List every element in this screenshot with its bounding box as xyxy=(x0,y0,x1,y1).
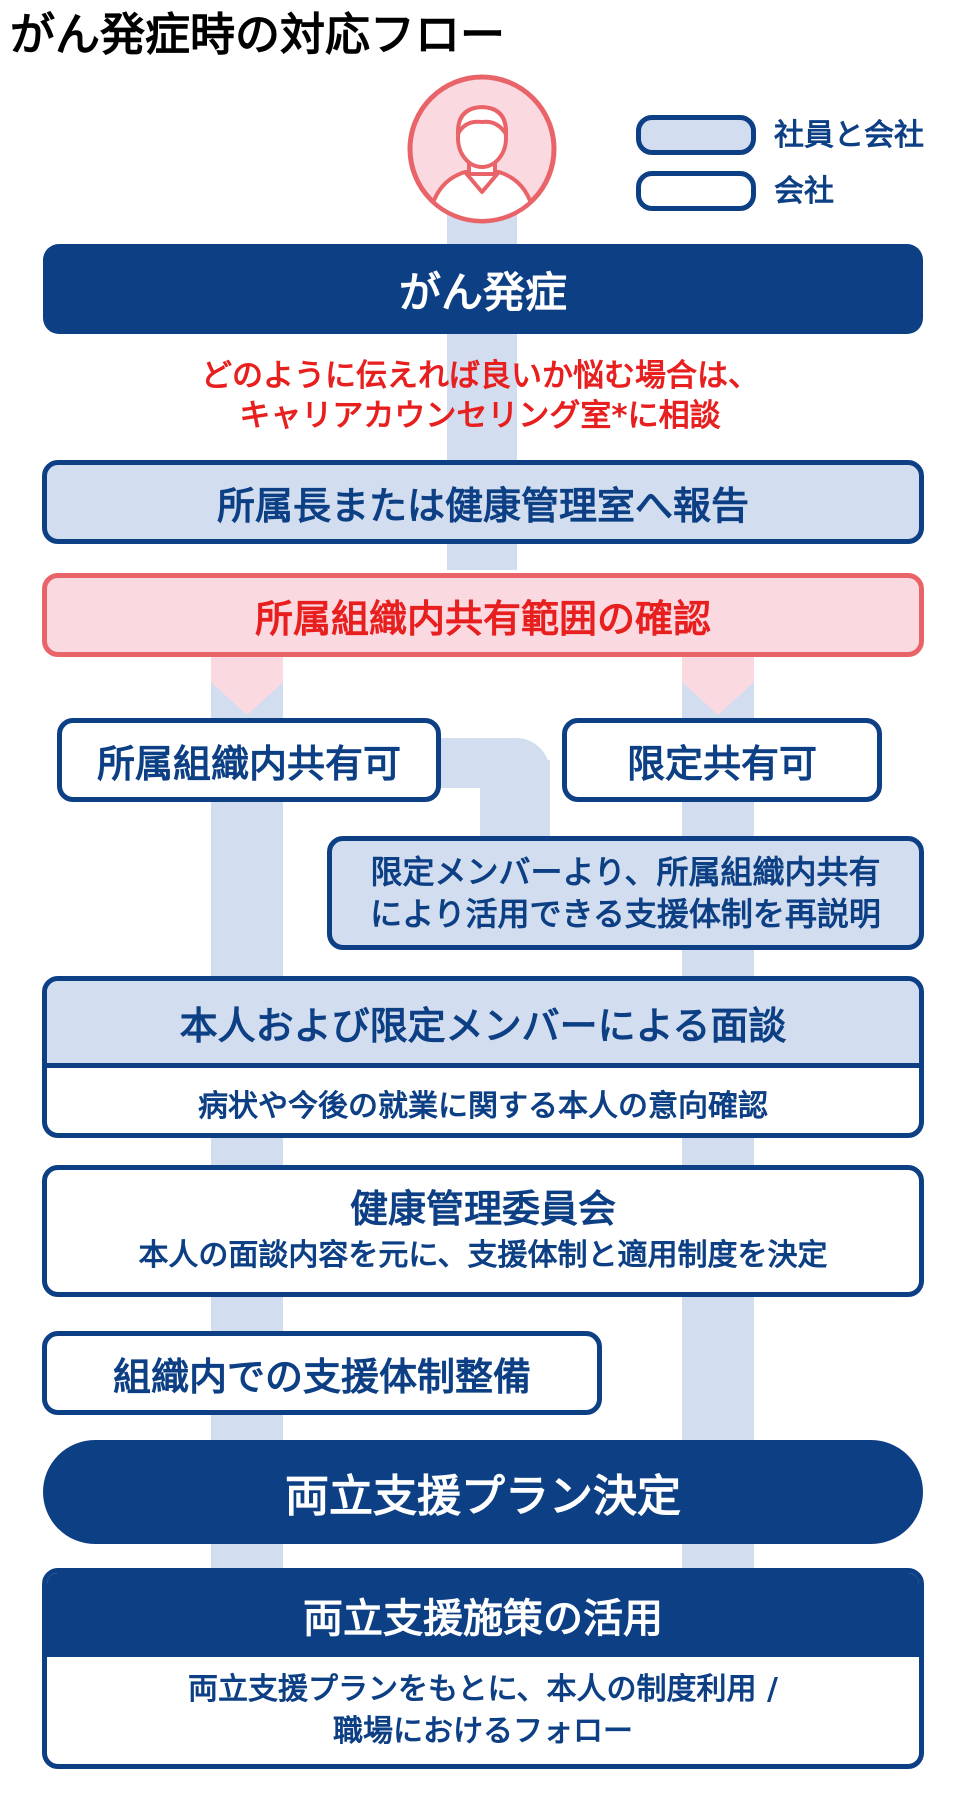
org-support-box: 組織内での支援体制整備 xyxy=(42,1331,602,1415)
employee-avatar-icon xyxy=(407,74,557,224)
measures-body: 両立支援プランをもとに、本人の制度利用 / 職場におけるフォロー xyxy=(47,1657,919,1764)
committee-body: 本人の面談内容を元に、支援体制と適用制度を決定 xyxy=(138,1238,828,1273)
report-box: 所属長または健康管理室へ報告 xyxy=(42,460,924,544)
legend-swatch-employee-and-company xyxy=(636,115,756,155)
interview-body-label: 病状や今後の就業に関する本人の意向確認 xyxy=(198,1089,768,1124)
share-ok-label: 所属組織内共有可 xyxy=(96,741,401,786)
measures-title-label: 両立支援施策の活用 xyxy=(303,1596,663,1642)
consultation-note: どのように伝えれば良いか悩む場合は、 キャリアカウンセリング室*に相談 xyxy=(0,356,960,436)
chevron-down-icon xyxy=(682,655,754,715)
limited-share-label: 限定共有可 xyxy=(626,741,817,786)
legend-label-company: 会社 xyxy=(774,174,834,209)
measures-title: 両立支援施策の活用 xyxy=(47,1573,919,1657)
consultation-note-line2: キャリアカウンセリング室*に相談 xyxy=(239,398,721,434)
share-ok-box: 所属組織内共有可 xyxy=(57,718,441,802)
page-title: がん発症時の対応フロー xyxy=(10,8,506,61)
org-support-label: 組織内での支援体制整備 xyxy=(112,1354,531,1399)
confirm-scope-label: 所属組織内共有範囲の確認 xyxy=(254,596,711,641)
plan-decision-box: 両立支援プラン決定 xyxy=(43,1440,923,1544)
re-explain-line2: により活用できる支援体制を再説明 xyxy=(370,895,881,933)
measures-body-line1: 両立支援プランをもとに、本人の制度利用 / xyxy=(188,1671,778,1707)
confirm-scope-box: 所属組織内共有範囲の確認 xyxy=(42,573,924,657)
elbow-connector-down xyxy=(480,760,550,850)
measures-body-line2: 職場におけるフォロー xyxy=(333,1713,633,1749)
consultation-note-line1: どのように伝えれば良いか悩む場合は、 xyxy=(201,358,759,394)
committee-title: 健康管理委員会 xyxy=(349,1187,616,1231)
report-label: 所属長または健康管理室へ報告 xyxy=(216,483,749,528)
re-explain-line1: 限定メンバーより、所属組織内共有 xyxy=(370,853,881,891)
onset-box: がん発症 xyxy=(43,244,923,334)
committee-box: 健康管理委員会 本人の面談内容を元に、支援体制と適用制度を決定 xyxy=(42,1165,924,1297)
interview-body: 病状や今後の就業に関する本人の意向確認 xyxy=(47,1068,919,1133)
interview-box: 本人および限定メンバーによる面談 病状や今後の就業に関する本人の意向確認 xyxy=(42,976,924,1138)
legend-swatch-company xyxy=(636,171,756,211)
onset-label: がん発症 xyxy=(398,267,567,317)
interview-title: 本人および限定メンバーによる面談 xyxy=(47,981,919,1068)
chevron-down-icon xyxy=(211,655,283,715)
interview-title-label: 本人および限定メンバーによる面談 xyxy=(179,1003,787,1048)
plan-decision-label: 両立支援プラン決定 xyxy=(285,1471,681,1522)
legend-label-employee-and-company: 社員と会社 xyxy=(774,118,924,153)
measures-box: 両立支援施策の活用 両立支援プランをもとに、本人の制度利用 / 職場におけるフォ… xyxy=(42,1568,924,1769)
limited-share-box: 限定共有可 xyxy=(562,718,882,802)
re-explain-box: 限定メンバーより、所属組織内共有 により活用できる支援体制を再説明 xyxy=(327,836,924,950)
